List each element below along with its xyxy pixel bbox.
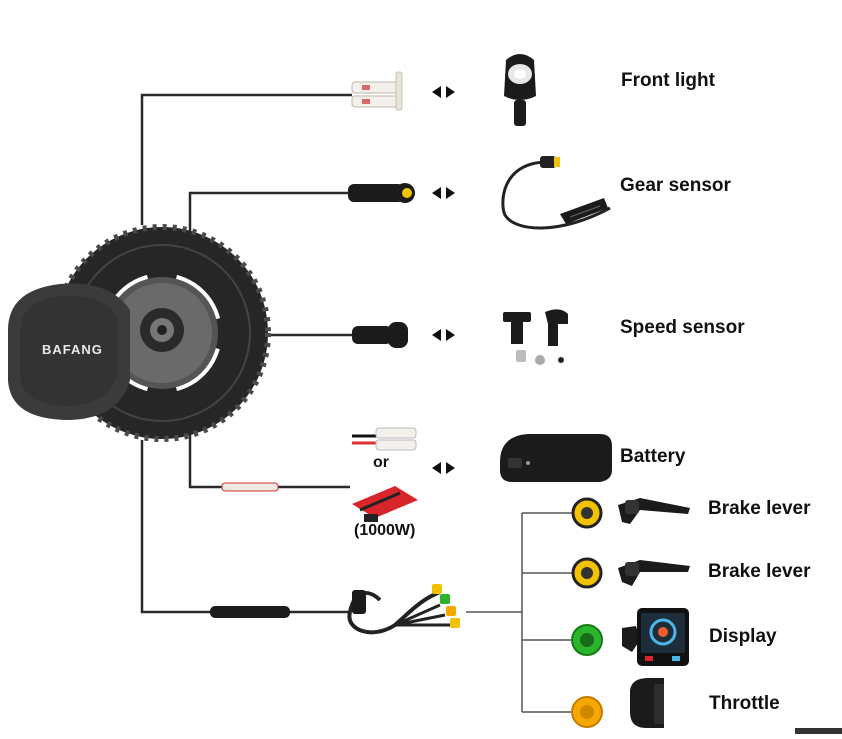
battery-icon	[500, 434, 612, 482]
double-arrow-icon	[432, 86, 455, 474]
speed-connector-icon	[352, 322, 408, 348]
gear-connector-icon	[348, 183, 415, 203]
battery-power-label: (1000W)	[354, 522, 416, 539]
speed-sensor-icon	[503, 309, 568, 365]
brake-lever-1-icon	[618, 498, 690, 524]
motor-brand-label: BAFANG	[42, 342, 103, 357]
battery-connector-xt-icon	[352, 486, 418, 522]
gear-sensor-cable	[188, 191, 350, 240]
front-light-connector-icon	[351, 71, 403, 111]
battery-cable	[188, 432, 350, 489]
brake-lever-1-label: Brake lever	[708, 498, 811, 519]
battery-connector-anderson-icon	[352, 427, 417, 451]
harness-icon	[210, 584, 460, 635]
front-light-cable	[140, 93, 352, 225]
front-light-label: Front light	[621, 70, 715, 91]
brake-lever-2-label: Brake lever	[708, 561, 811, 582]
display-label: Display	[709, 626, 777, 647]
harness-cable	[140, 440, 350, 614]
throttle-icon	[630, 678, 664, 728]
mid-drive-motor-icon	[8, 224, 271, 442]
throttle-label: Throttle	[709, 693, 780, 714]
brake-lever-2-icon	[618, 560, 690, 586]
front-light-icon	[504, 54, 536, 126]
speed-sensor-label: Speed sensor	[620, 317, 745, 338]
battery-label: Battery	[620, 446, 686, 467]
display-connector-icon	[571, 624, 603, 656]
battery-or-label: or	[373, 454, 389, 471]
gear-sensor-label: Gear sensor	[620, 175, 731, 196]
brake-connector-1-icon	[571, 497, 603, 529]
brake-connector-2-icon	[571, 557, 603, 589]
gear-sensor-icon	[501, 156, 611, 230]
battery-inline-plug-icon	[221, 482, 279, 492]
throttle-connector-icon	[571, 696, 603, 728]
display-icon	[622, 608, 689, 666]
corner-bar	[795, 728, 842, 734]
